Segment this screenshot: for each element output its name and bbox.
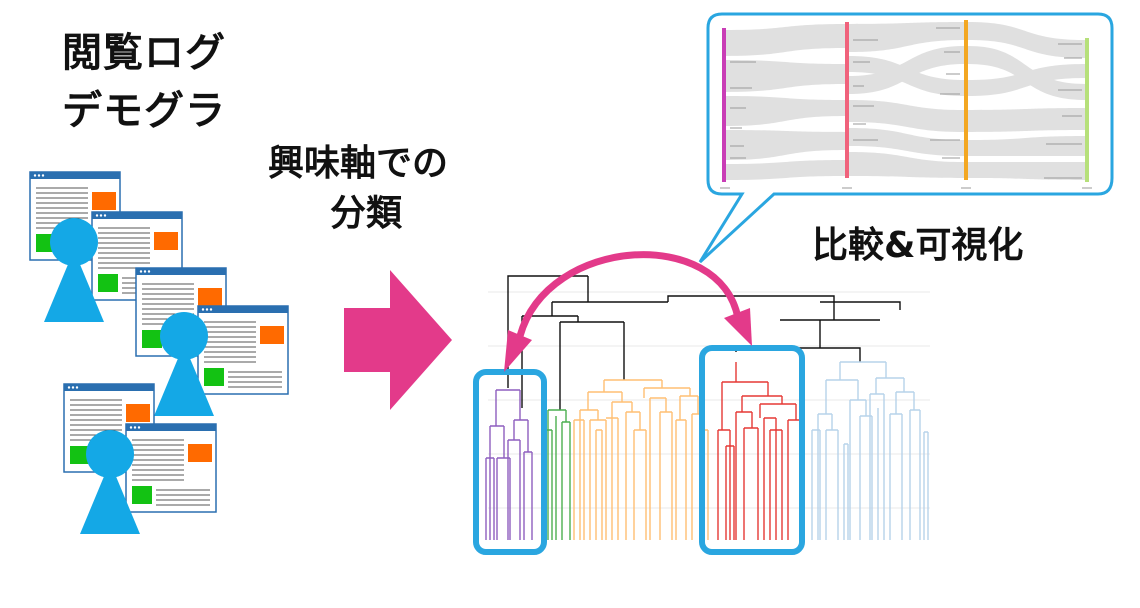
comparison-arrow-icon (504, 251, 752, 372)
label-interest-axis: 興味軸での (268, 143, 449, 184)
right-arrow-icon (344, 270, 452, 410)
label-classification: 分類 (330, 193, 403, 234)
highlight-box-purple-cluster (473, 369, 547, 555)
browser-window-icon (197, 305, 289, 395)
title-demographics: デモグラ (62, 88, 226, 134)
highlight-box-red-cluster (699, 345, 805, 555)
label-compare-visualize: 比較&可視化 (812, 225, 1024, 266)
title-browse-log: 閲覧ログ (62, 30, 226, 76)
sankey-diagram (720, 20, 1092, 189)
dendrogram (485, 275, 930, 540)
user-group-top (29, 171, 289, 416)
browser-window-icon (125, 423, 217, 513)
